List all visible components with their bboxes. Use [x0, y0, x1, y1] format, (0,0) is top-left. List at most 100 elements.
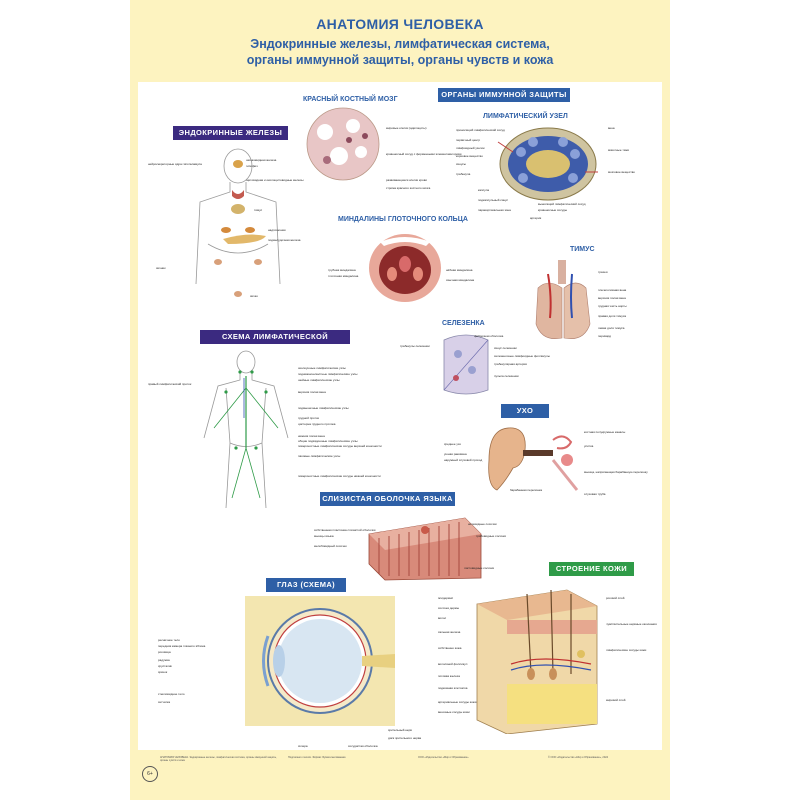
footer-column-1: АНАТОМИЯ ЧЕЛОВЕКА. Эндокринные железы, л… [160, 756, 277, 763]
ear-annotation-8: мышца, напрягающая барабанную перепонку [584, 470, 648, 474]
label-bone-marrow: КРАСНЫЙ КОСТНЫЙ МОЗГ [303, 96, 398, 103]
node-annotation-15: мозговое вещество [608, 170, 635, 174]
lymph-annotation-10: общие подвздошные лимфатические узлы [298, 439, 358, 443]
skin-annotation-5: собственно кожа [438, 646, 462, 650]
skin-annotation-8: подкожная клетчатка [438, 686, 468, 690]
marrow-annotation-3: развивающиеся клетки крови [386, 178, 427, 182]
ear-annotation-6: барабанная перепонка [510, 488, 543, 492]
skin-annotation-1: эпидермис [438, 596, 454, 600]
ear-illustration [488, 427, 579, 491]
eye-annotation-1: ресничное тело [158, 638, 180, 642]
skin-annotation-3: волос [438, 616, 447, 620]
spleen-annotation-4: селезеночные лимфоидные фолликулы [494, 354, 550, 358]
ear-annotation-1: костная полукружные каналы [584, 430, 626, 434]
content-area: ЭНДОКРИННЫЕ ЖЕЛЕЗЫ ОРГАНЫ ИММУННОЙ ЗАЩИТ… [138, 82, 662, 750]
label-lymph-node: ЛИМФАТИЧЕСКИЙ УЗЕЛ [483, 113, 568, 120]
ear-annotation-2: улитка [584, 444, 594, 448]
tonsil-annotation-2: глоточная миндалина [328, 274, 359, 278]
spleen-annotation-2: трабекулы селезенки [400, 344, 430, 348]
endocrine-annotation-5: тимус [254, 208, 263, 212]
ear-annotation-3: среднее ухо [444, 442, 461, 446]
thymus-annotation-7: перикард [598, 334, 612, 338]
footer-column-4: © ООО «Издательство «Мир и Образование»,… [548, 756, 608, 759]
eye-illustration [245, 596, 395, 726]
thymus-annotation-1: трахея [598, 270, 608, 274]
thymus-annotation-5: правая доля тимуса [598, 314, 626, 318]
node-annotation-12: мякотные тяжи [608, 148, 630, 152]
endocrine-annotation-8: яичник [156, 266, 166, 270]
tonsil-annotation-1: трубная миндалина [328, 268, 356, 272]
thymus-illustration [535, 260, 591, 339]
node-annotation-5: синусы [456, 162, 466, 166]
thymus-annotation-3: верхняя полая вена [598, 296, 626, 300]
lymph-annotation-11: поверхностные лимфатические сосуды верхн… [298, 444, 382, 448]
footer-column-3: ООО «Издательство «Мир и Образование» [418, 756, 469, 759]
skin-annotation-7: потовая железа [438, 674, 460, 678]
node-annotation-7: капсула [478, 188, 490, 192]
endocrine-annotation-4: щитовидная и околощитовидные железы [246, 178, 304, 182]
banner-skin: СТРОЕНИЕ КОЖИ [549, 562, 634, 576]
lymph-annotation-9: нижняя полая вена [298, 434, 325, 438]
poster-subtitle-line1: Эндокринные железы, лимфатическая систем… [250, 37, 550, 51]
ear-annotation-4: ушная раковина [444, 452, 467, 456]
lymph-annotation-12: паховые лимфатические узлы [298, 454, 341, 458]
node-annotation-8: подкапсульный синус [478, 198, 509, 202]
spleen-illustration [443, 334, 489, 395]
eye-annotation-3: хрусталик [158, 664, 172, 668]
skin-annotation-11: роговой слой [606, 596, 625, 600]
poster-subtitle-line2: органы иммунной защиты, органы чувств и … [246, 53, 554, 67]
lymph-annotation-7: грудной проток [298, 416, 319, 420]
tonsils-illustration [369, 234, 441, 302]
skin-annotation-14: жировой слой [606, 698, 626, 702]
poster: АНАТОМИЯ ЧЕЛОВЕКА Эндокринные железы, ли… [130, 0, 670, 800]
tongue-annotation-4: листовидные сосочки [464, 566, 495, 570]
skin-annotation-13: лимфатические сосуды кожи [606, 648, 647, 652]
node-annotation-4: корковое вещество [456, 154, 483, 158]
poster-footer: 6+ АНАТОМИЯ ЧЕЛОВЕКА. Эндокринные железы… [138, 752, 662, 794]
skin-annotation-2: сосочек дермы [438, 606, 460, 610]
skin-annotation-9: артериальные сосуды кожи [438, 700, 477, 704]
endocrine-annotation-2: шишковидная железа [246, 158, 277, 162]
skin-illustration [476, 589, 598, 734]
age-badge: 6+ [142, 766, 158, 782]
spleen-annotation-5: трабекулярная артерия [494, 362, 527, 366]
lymph-annotation-5: верхняя полая вена [298, 390, 326, 394]
thymus-annotation-4: грудная часть аорты [598, 304, 627, 308]
endocrine-annotation-3: гипофиз [246, 164, 258, 168]
marrow-annotation-4: строма красного костного мозга [386, 186, 431, 190]
endocrine-annotation-7: поджелудочная железа [268, 238, 301, 242]
banner-endocrine: ЭНДОКРИННЫЕ ЖЕЛЕЗЫ [173, 126, 288, 140]
tongue-mucosa-illustration [368, 517, 482, 581]
node-annotation-1: приносящий лимфатический сосуд [456, 128, 505, 132]
tongue-annotation-1: нитевидные сосочки [468, 522, 497, 526]
thymus-annotation-2: плечеголовная вена [598, 288, 627, 292]
tongue-annotation-6: мышцы языка [314, 534, 334, 538]
label-tonsils: МИНДАЛИНЫ ГЛОТОЧНОГО КОЛЬЦА [338, 216, 468, 223]
lymph-annotation-3: шейные лимфатические узлы [298, 378, 340, 382]
spleen-annotation-6: пульпа селезенки [494, 374, 519, 378]
spleen-annotation-1: фиброзная оболочка [474, 334, 504, 338]
skin-annotation-4: сальная железа [438, 630, 461, 634]
bone-marrow-illustration [306, 107, 380, 181]
eye-annotation-10: склера [298, 744, 308, 748]
node-annotation-10: артерия [530, 216, 542, 220]
skin-annotation-10: венозные сосуды кожи [438, 710, 470, 714]
banner-eye: ГЛАЗ (СХЕМА) [266, 578, 346, 592]
marrow-annotation-2: кровеносный сосуд с форменными элементам… [386, 152, 462, 156]
node-annotation-6: трабекула [456, 172, 471, 176]
tongue-annotation-3: желобовидный сосочек [314, 544, 347, 548]
endocrine-annotation-6: надпочечник [268, 228, 286, 232]
ear-annotation-5: наружный слуховой проход [444, 458, 483, 462]
eye-annotation-2: радужка [158, 658, 170, 662]
node-annotation-3: лимфоидный узелок [456, 146, 485, 150]
tongue-annotation-2: грибовидные сосочки [476, 534, 507, 538]
node-annotation-13: выносящий лимфатический сосуд [538, 202, 586, 206]
eye-annotation-11: сосудистая оболочка [348, 744, 378, 748]
node-annotation-9: паракортикальная зона [478, 208, 511, 212]
eye-annotation-12: диск зрительного нерва [388, 736, 422, 740]
marrow-annotation-1: жировые клетки (адипоциты) [386, 126, 427, 130]
lymph-scheme-body-illustration [203, 350, 289, 509]
endocrine-annotation-1: нейросекреторные ядра гипоталамуса [148, 162, 202, 166]
eye-annotation-8: сетчатка [158, 700, 171, 704]
lymph-annotation-1: околоушные лимфатические узлы [298, 366, 346, 370]
